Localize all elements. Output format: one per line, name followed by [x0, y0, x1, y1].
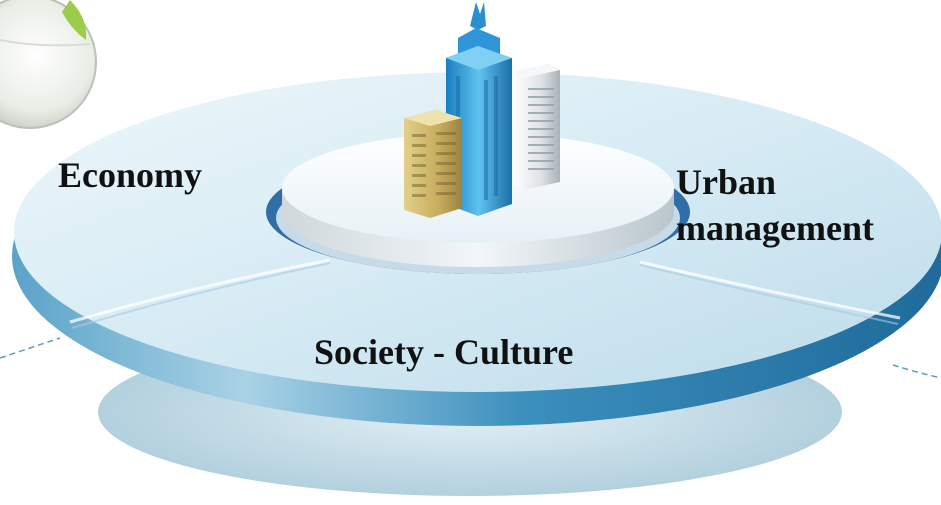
segment-divider-right: [639, 260, 901, 320]
segment-divider-left-shade: [71, 262, 331, 329]
segment-divider-right-shade: [639, 264, 899, 325]
connector-line-right: [892, 364, 941, 379]
segment-label-urban-line-2: management: [676, 208, 874, 249]
connector-line-left: [0, 337, 61, 359]
city-buildings-icon: [404, 2, 560, 218]
segment-label-society-culture: Society - Culture: [314, 332, 574, 372]
globe-icon: [0, 0, 97, 129]
segment-label-economy: Economy: [58, 155, 202, 195]
segment-divider-left: [69, 258, 331, 324]
segment-label-urban-management: Urban management: [676, 159, 874, 251]
segment-label-urban-line-1: Urban: [676, 162, 777, 202]
